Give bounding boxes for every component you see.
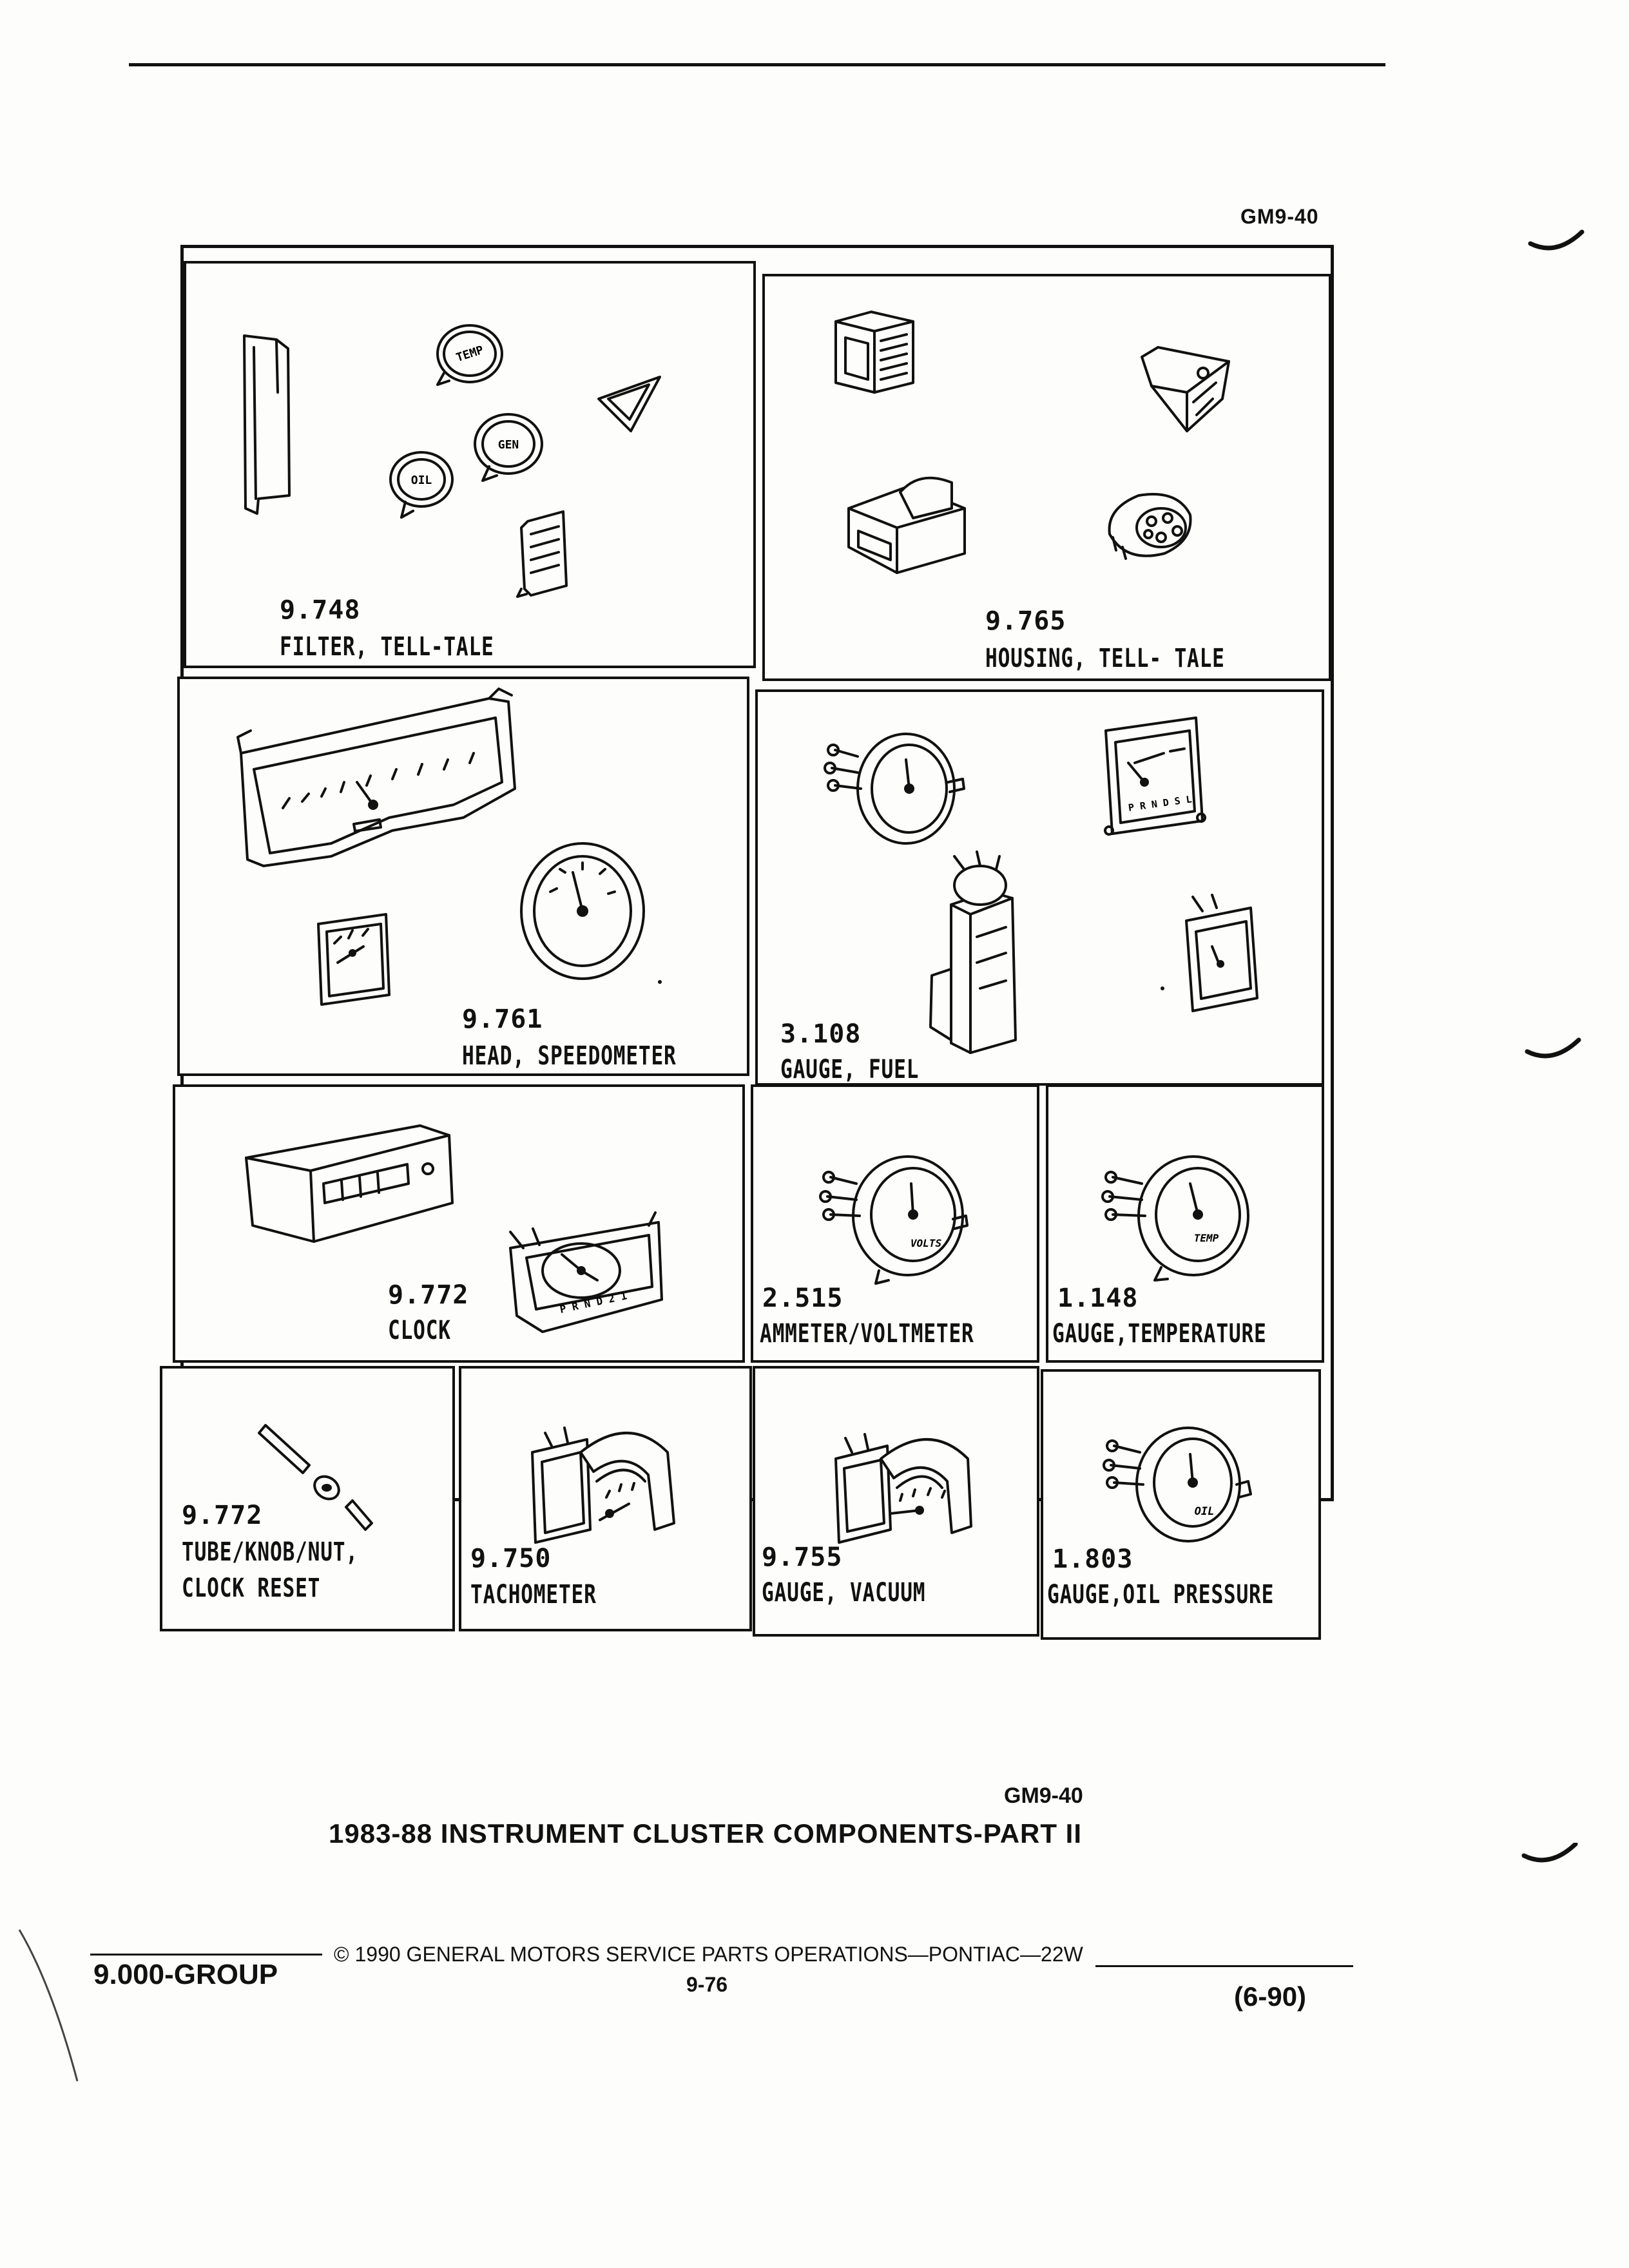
housing-tell-tale-illustration (765, 276, 1329, 676)
panel-name: HOUSING, TELL- TALE (985, 644, 1225, 673)
volts-label: VOLTS (911, 1237, 942, 1249)
panel-number: 9.772 (182, 1501, 263, 1530)
panel-name: GAUGE, VACUUM (762, 1578, 926, 1608)
footer-rule-left (90, 1954, 322, 1956)
panel-name: HEAD, SPEEDOMETER (462, 1041, 677, 1071)
binder-mark-3 (1521, 1843, 1578, 1863)
top-rule (129, 63, 1385, 66)
panel-number: 2.515 (762, 1283, 843, 1313)
panel-clock: P R N D 2 1 9.772 CLOCK (173, 1084, 745, 1363)
oil-label: OIL (411, 474, 432, 487)
figure-ref-top: GM9-40 (1240, 205, 1319, 228)
panel-name: FILTER, TELL-TALE (280, 632, 494, 662)
panel-name: GAUGE, FUEL (780, 1055, 920, 1084)
figure-ref-bottom: GM9-40 (1004, 1783, 1083, 1808)
panel-gauge-oil-pressure: OIL 1.803 GAUGE,OIL PRESSURE (1041, 1369, 1321, 1640)
panel-number: 1.148 (1057, 1283, 1139, 1313)
fuel-gauge-illustration: P R N D S L (758, 692, 1322, 1082)
panel-clock-reset: 9.772 TUBE/KNOB/NUT, CLOCK RESET (160, 1366, 455, 1631)
oil-dial-label: OIL (1195, 1505, 1215, 1518)
panel-number: 9.755 (762, 1542, 843, 1572)
binder-mark-1 (1528, 229, 1585, 251)
gen-label: GEN (498, 438, 519, 452)
panel-gauge-fuel: P R N D S L 3.108 GAUGE, FUEL (755, 689, 1324, 1086)
panel-name: GAUGE,TEMPERATURE (1052, 1319, 1267, 1349)
footer-date: (6-90) (1234, 1981, 1307, 2012)
tachometer-illustration (461, 1369, 749, 1629)
panel-head-speedometer: 9.761 HEAD, SPEEDOMETER (177, 677, 749, 1076)
panel-number: 1.803 (1052, 1544, 1133, 1574)
footer-group: 9.000-GROUP (93, 1959, 278, 1990)
panel-gauge-temperature: TEMP 1.148 GAUGE,TEMPERATURE (1046, 1084, 1324, 1363)
margin-stroke (18, 1929, 79, 2082)
ammeter-voltmeter-illustration: VOLTS (753, 1087, 1037, 1361)
speedometer-illustration (180, 679, 662, 1072)
panel-ammeter-voltmeter: VOLTS 2.515 AMMETER/VOLTMETER (751, 1084, 1039, 1363)
panel-gauge-vacuum: 9.755 GAUGE, VACUUM (753, 1366, 1039, 1637)
panel-name: GAUGE,OIL PRESSURE (1047, 1580, 1275, 1610)
temp-dial-label: TEMP (1194, 1232, 1219, 1244)
panel-name: AMMETER/VOLTMETER (760, 1319, 974, 1349)
clock-illustration: P R N D 2 1 (175, 1087, 742, 1361)
panel-number: 9.765 (985, 606, 1066, 636)
panel-name-line-1: TUBE/KNOB/NUT, (182, 1537, 358, 1567)
footer-copyright: © 1990 GENERAL MOTORS SERVICE PARTS OPER… (334, 1943, 1083, 1966)
oil-pressure-gauge-illustration: OIL (1043, 1372, 1318, 1637)
panel-number: 9.772 (388, 1280, 469, 1310)
footer-page-number: 9-76 (686, 1973, 728, 1996)
panel-name-line-2: CLOCK RESET (182, 1573, 321, 1603)
panel-name: TACHOMETER (470, 1580, 597, 1610)
panel-housing-tell-tale: 9.765 HOUSING, TELL- TALE (762, 274, 1331, 681)
binder-mark-2 (1525, 1037, 1581, 1059)
footer-rule-right (1095, 1965, 1353, 1967)
filter-tell-tale-illustration: TEMP OIL GEN (186, 264, 753, 663)
clock-reset-illustration (162, 1369, 452, 1629)
panel-number: 3.108 (780, 1019, 862, 1049)
panel-number: 9.750 (470, 1544, 552, 1573)
panel-name: CLOCK (388, 1316, 451, 1345)
vacuum-gauge-illustration (755, 1369, 1037, 1634)
panel-number: 9.761 (462, 1004, 543, 1034)
figure-title: 1983-88 INSTRUMENT CLUSTER COMPONENTS-PA… (329, 1818, 1083, 1849)
panel-number: 9.748 (280, 595, 361, 625)
panel-filter-tell-tale: TEMP OIL GEN 9.748 FILTER, TELL-TALE (184, 261, 756, 668)
panel-tachometer: 9.750 TACHOMETER (459, 1366, 752, 1631)
temperature-gauge-illustration: TEMP (1048, 1087, 1322, 1361)
